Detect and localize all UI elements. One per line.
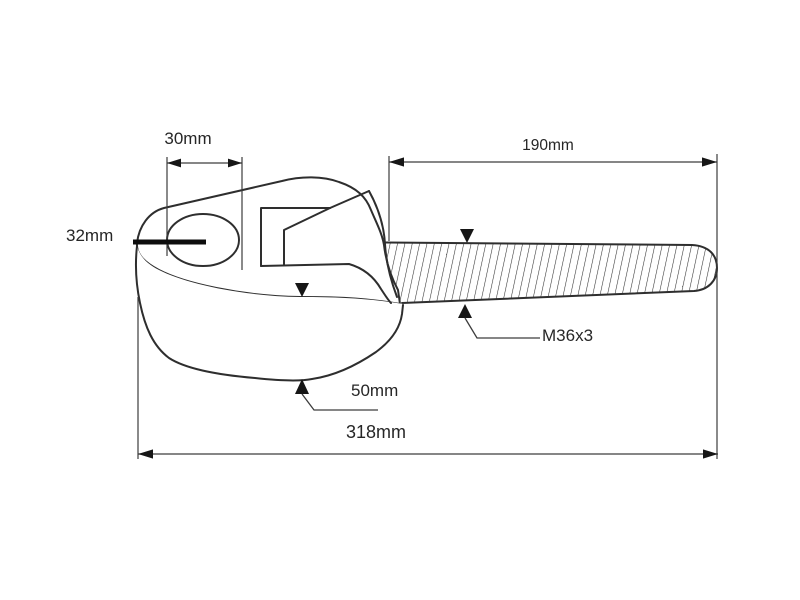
leader-line bbox=[464, 317, 540, 339]
eye-bore-label: 32mm bbox=[66, 226, 114, 245]
dim-thread-spec bbox=[458, 229, 540, 339]
thread-spec-label: M36x3 bbox=[542, 326, 594, 345]
arrowhead-right-icon bbox=[228, 158, 242, 168]
arrowhead-right-icon bbox=[702, 157, 717, 167]
arrowhead-up-icon bbox=[458, 304, 472, 318]
arrowhead-down-icon bbox=[295, 283, 309, 297]
arrowhead-left-icon bbox=[138, 449, 153, 459]
upper-plate-fill bbox=[136, 177, 401, 304]
thread-length-label: 190mm bbox=[522, 137, 574, 154]
threaded-rod bbox=[380, 241, 718, 304]
leader-line bbox=[301, 393, 378, 411]
thread-hatching bbox=[380, 243, 717, 303]
fork-body bbox=[135, 176, 404, 382]
arrowhead-right-icon bbox=[703, 449, 718, 459]
dim-thread-length bbox=[388, 154, 718, 459]
lower-jaw-fill bbox=[136, 245, 403, 381]
arrowhead-up-icon bbox=[295, 379, 309, 394]
arrowhead-left-icon bbox=[389, 157, 404, 167]
hole-width-label: 30mm bbox=[164, 129, 212, 148]
overall-length-label: 318mm bbox=[345, 422, 407, 442]
lower-jaw-outline bbox=[135, 245, 404, 382]
jaw-thickness-label: 50mm bbox=[351, 381, 399, 400]
slot-opening bbox=[260, 190, 398, 304]
dim-overall-length bbox=[137, 297, 718, 459]
arrowhead-left-icon bbox=[167, 158, 181, 168]
arrowhead-down-icon bbox=[460, 229, 474, 243]
dimension-lines bbox=[133, 154, 718, 459]
dim-jaw-thickness bbox=[295, 283, 378, 411]
